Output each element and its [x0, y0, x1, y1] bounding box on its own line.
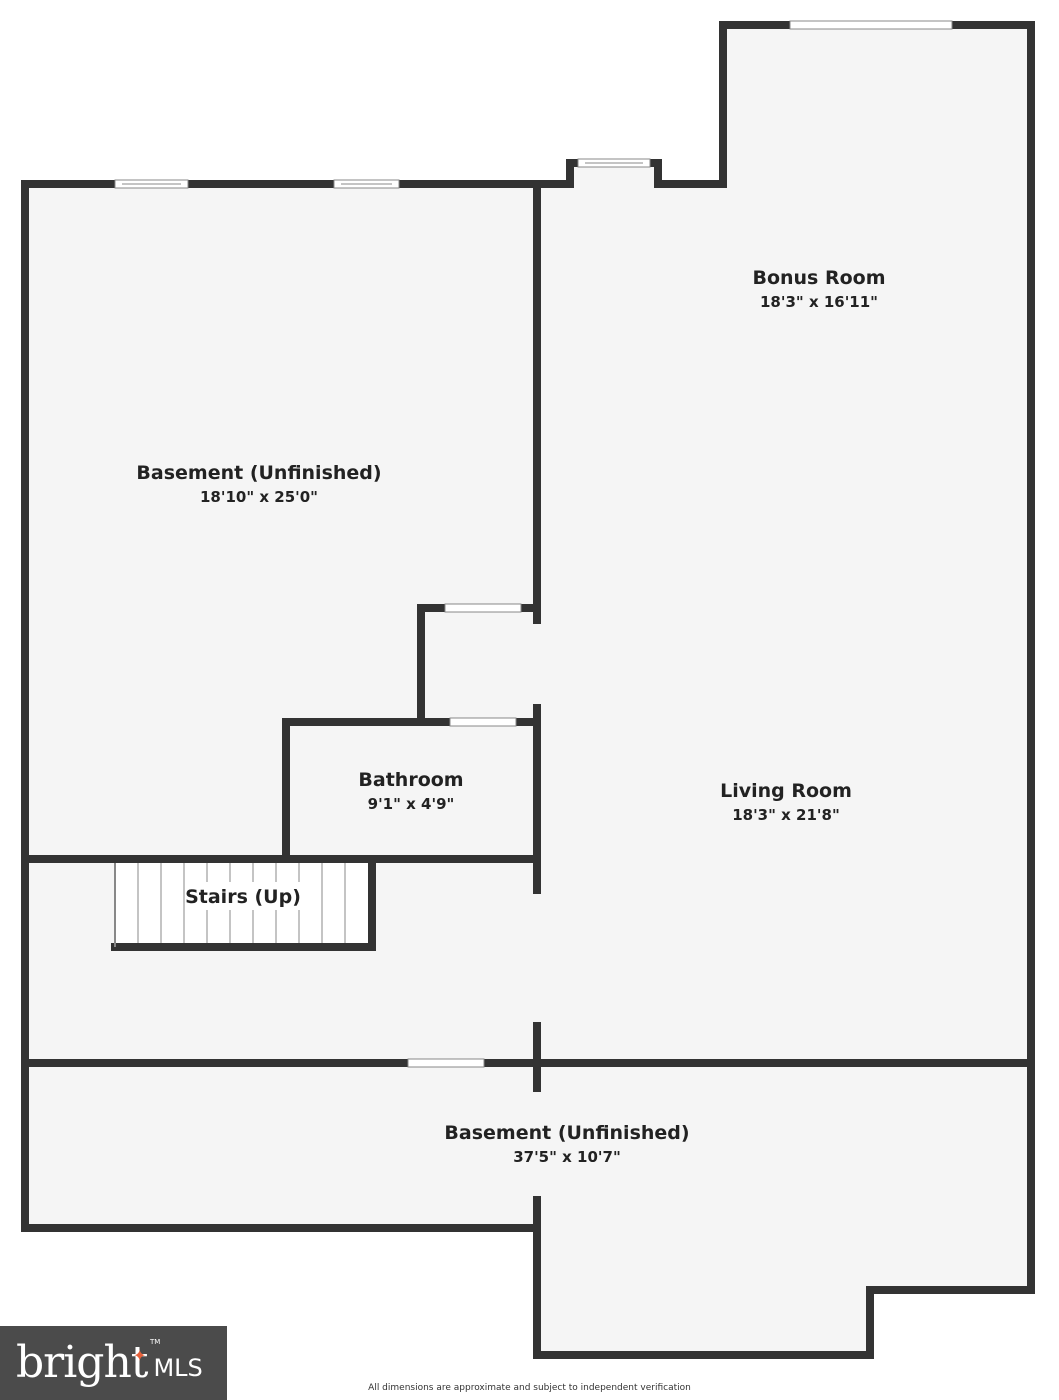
- door-lower-basement: [407, 1058, 485, 1068]
- floor-basement-lower: [25, 1065, 1031, 1355]
- room-dims-bathroom: 9'1" x 4'9": [368, 795, 455, 813]
- room-label-basement-upper: Basement (Unfinished): [136, 462, 381, 484]
- stairs-label-bg: [186, 882, 300, 910]
- window-bonus-top: [789, 20, 953, 30]
- logo-word: bright: [16, 1337, 148, 1388]
- logo-mls: MLS: [153, 1354, 203, 1382]
- room-label-bonus: Bonus Room: [752, 267, 885, 289]
- room-dims-bonus: 18'3" x 16'11": [760, 293, 878, 311]
- bright-mls-logo: bright MLS ✦ TM: [0, 1326, 227, 1400]
- floor-areas: [25, 25, 1031, 1355]
- room-label-stairs: Stairs (Up): [185, 886, 301, 908]
- wall-outer-top-left: [21, 21, 1035, 1359]
- room-dims-living: 18'3" x 21'8": [732, 806, 840, 824]
- stairs-wall: [111, 859, 376, 951]
- door-bathroom: [449, 717, 517, 727]
- room-dims-basement-lower: 37'5" x 10'7": [513, 1148, 621, 1166]
- wall-outer-bottom-left: [21, 1057, 541, 1232]
- door-closet: [444, 603, 522, 613]
- logo-trademark: TM: [150, 1338, 161, 1346]
- room-label-bathroom: Bathroom: [358, 769, 463, 791]
- room-dims-basement-upper: 18'10" x 25'0": [200, 488, 318, 506]
- room-label-living: Living Room: [720, 780, 852, 802]
- logo-accent-icon: ✦: [133, 1346, 147, 1365]
- windows: [114, 20, 953, 1068]
- disclaimer-text: All dimensions are approximate and subje…: [368, 1383, 691, 1393]
- room-label-basement-lower: Basement (Unfinished): [444, 1122, 689, 1144]
- floor-bonus-living: [537, 25, 1031, 1061]
